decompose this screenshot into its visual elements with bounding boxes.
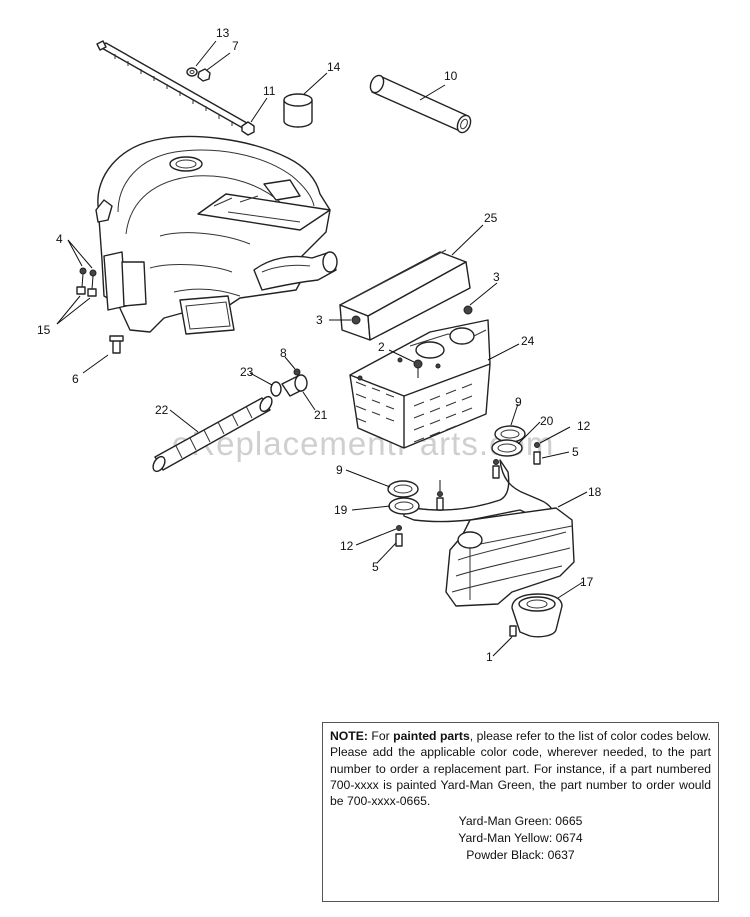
part-25-muffler-cover xyxy=(339,249,471,341)
callout-9-right: 9 xyxy=(515,395,522,409)
callout-1: 1 xyxy=(486,650,493,664)
part-15-clips xyxy=(76,286,97,297)
note-text-1: For xyxy=(367,729,394,743)
callout-18: 18 xyxy=(588,485,602,499)
callout-10: 10 xyxy=(444,69,458,83)
callout-19: 19 xyxy=(334,503,348,517)
part-bolt-center xyxy=(492,459,500,479)
leader-lines xyxy=(56,40,588,657)
part-18-muffler xyxy=(403,459,575,607)
part-12-lockwasher-left xyxy=(396,525,402,531)
callout-25: 25 xyxy=(484,211,498,225)
part-8-plug xyxy=(293,368,301,376)
color-code-list: Yard-Man Green: 0665 Yard-Man Yellow: 06… xyxy=(330,813,711,864)
part-5-bolt-right xyxy=(533,451,541,465)
callout-7: 7 xyxy=(232,39,239,53)
callout-15: 15 xyxy=(37,323,51,337)
part-3-screw-a xyxy=(463,305,473,315)
part-14-cap xyxy=(283,93,313,128)
note-text-2: , please refer to the list of color code… xyxy=(330,729,711,809)
callout-23: 23 xyxy=(240,365,254,379)
callout-labels: 13 7 14 10 11 25 4 15 3 3 2 24 6 8 23 21… xyxy=(37,26,602,664)
part-3-screw-b xyxy=(351,315,361,325)
callout-9-left: 9 xyxy=(336,463,343,477)
painted-parts-note: NOTE: For painted parts, please refer to… xyxy=(322,722,719,902)
callout-5-left: 5 xyxy=(372,560,379,574)
callout-3-right: 3 xyxy=(493,270,500,284)
part-1-screw xyxy=(509,625,517,637)
part-22-hose xyxy=(152,395,273,473)
part-9-gasket-lower xyxy=(387,480,419,498)
callout-14: 14 xyxy=(327,60,341,74)
watermark: eReplacementParts.com xyxy=(172,425,554,462)
callout-13: 13 xyxy=(216,26,230,40)
part-24-heat-shield xyxy=(349,319,491,449)
callout-20: 20 xyxy=(540,414,554,428)
part-20-flange xyxy=(491,439,523,457)
color-code-green: Yard-Man Green: 0665 xyxy=(458,814,583,829)
callout-5-right: 5 xyxy=(572,445,579,459)
part-13-washer xyxy=(186,67,198,77)
color-code-yellow: Yard-Man Yellow: 0674 xyxy=(458,831,583,846)
callout-4: 4 xyxy=(56,232,63,246)
part-7-nut xyxy=(197,68,211,82)
callout-2: 2 xyxy=(378,340,385,354)
note-label: NOTE: xyxy=(330,729,368,743)
part-23-clamp xyxy=(270,381,282,397)
note-paragraph: NOTE: For painted parts, please refer to… xyxy=(330,728,711,809)
callout-11: 11 xyxy=(263,84,276,98)
part-21-fitting xyxy=(281,374,308,397)
callout-8: 8 xyxy=(280,346,287,360)
note-bold-phrase: painted parts xyxy=(393,729,470,743)
color-code-black: Powder Black: 0637 xyxy=(466,848,575,863)
callout-24: 24 xyxy=(521,334,535,348)
part-10-hose xyxy=(369,74,472,134)
part-5-bolt-left xyxy=(395,533,403,547)
callout-12-left: 12 xyxy=(340,539,354,553)
part-4-bolts xyxy=(79,267,97,290)
part-bolt-upper-left xyxy=(436,480,444,511)
engine-block xyxy=(95,135,338,335)
callout-22: 22 xyxy=(155,403,169,417)
part-6-bolt xyxy=(109,335,124,354)
part-19-flange xyxy=(388,497,420,515)
callout-6: 6 xyxy=(72,372,79,386)
part-13-long-bolt xyxy=(96,40,255,132)
callout-21: 21 xyxy=(314,408,328,422)
callout-3-left: 3 xyxy=(316,313,323,327)
part-17-bracket xyxy=(511,593,563,638)
callout-12-right: 12 xyxy=(577,419,591,433)
part-2-screw xyxy=(413,359,423,378)
part-11-nut xyxy=(241,121,255,136)
callout-17: 17 xyxy=(580,575,594,589)
part-12-lockwasher-right xyxy=(534,442,540,448)
